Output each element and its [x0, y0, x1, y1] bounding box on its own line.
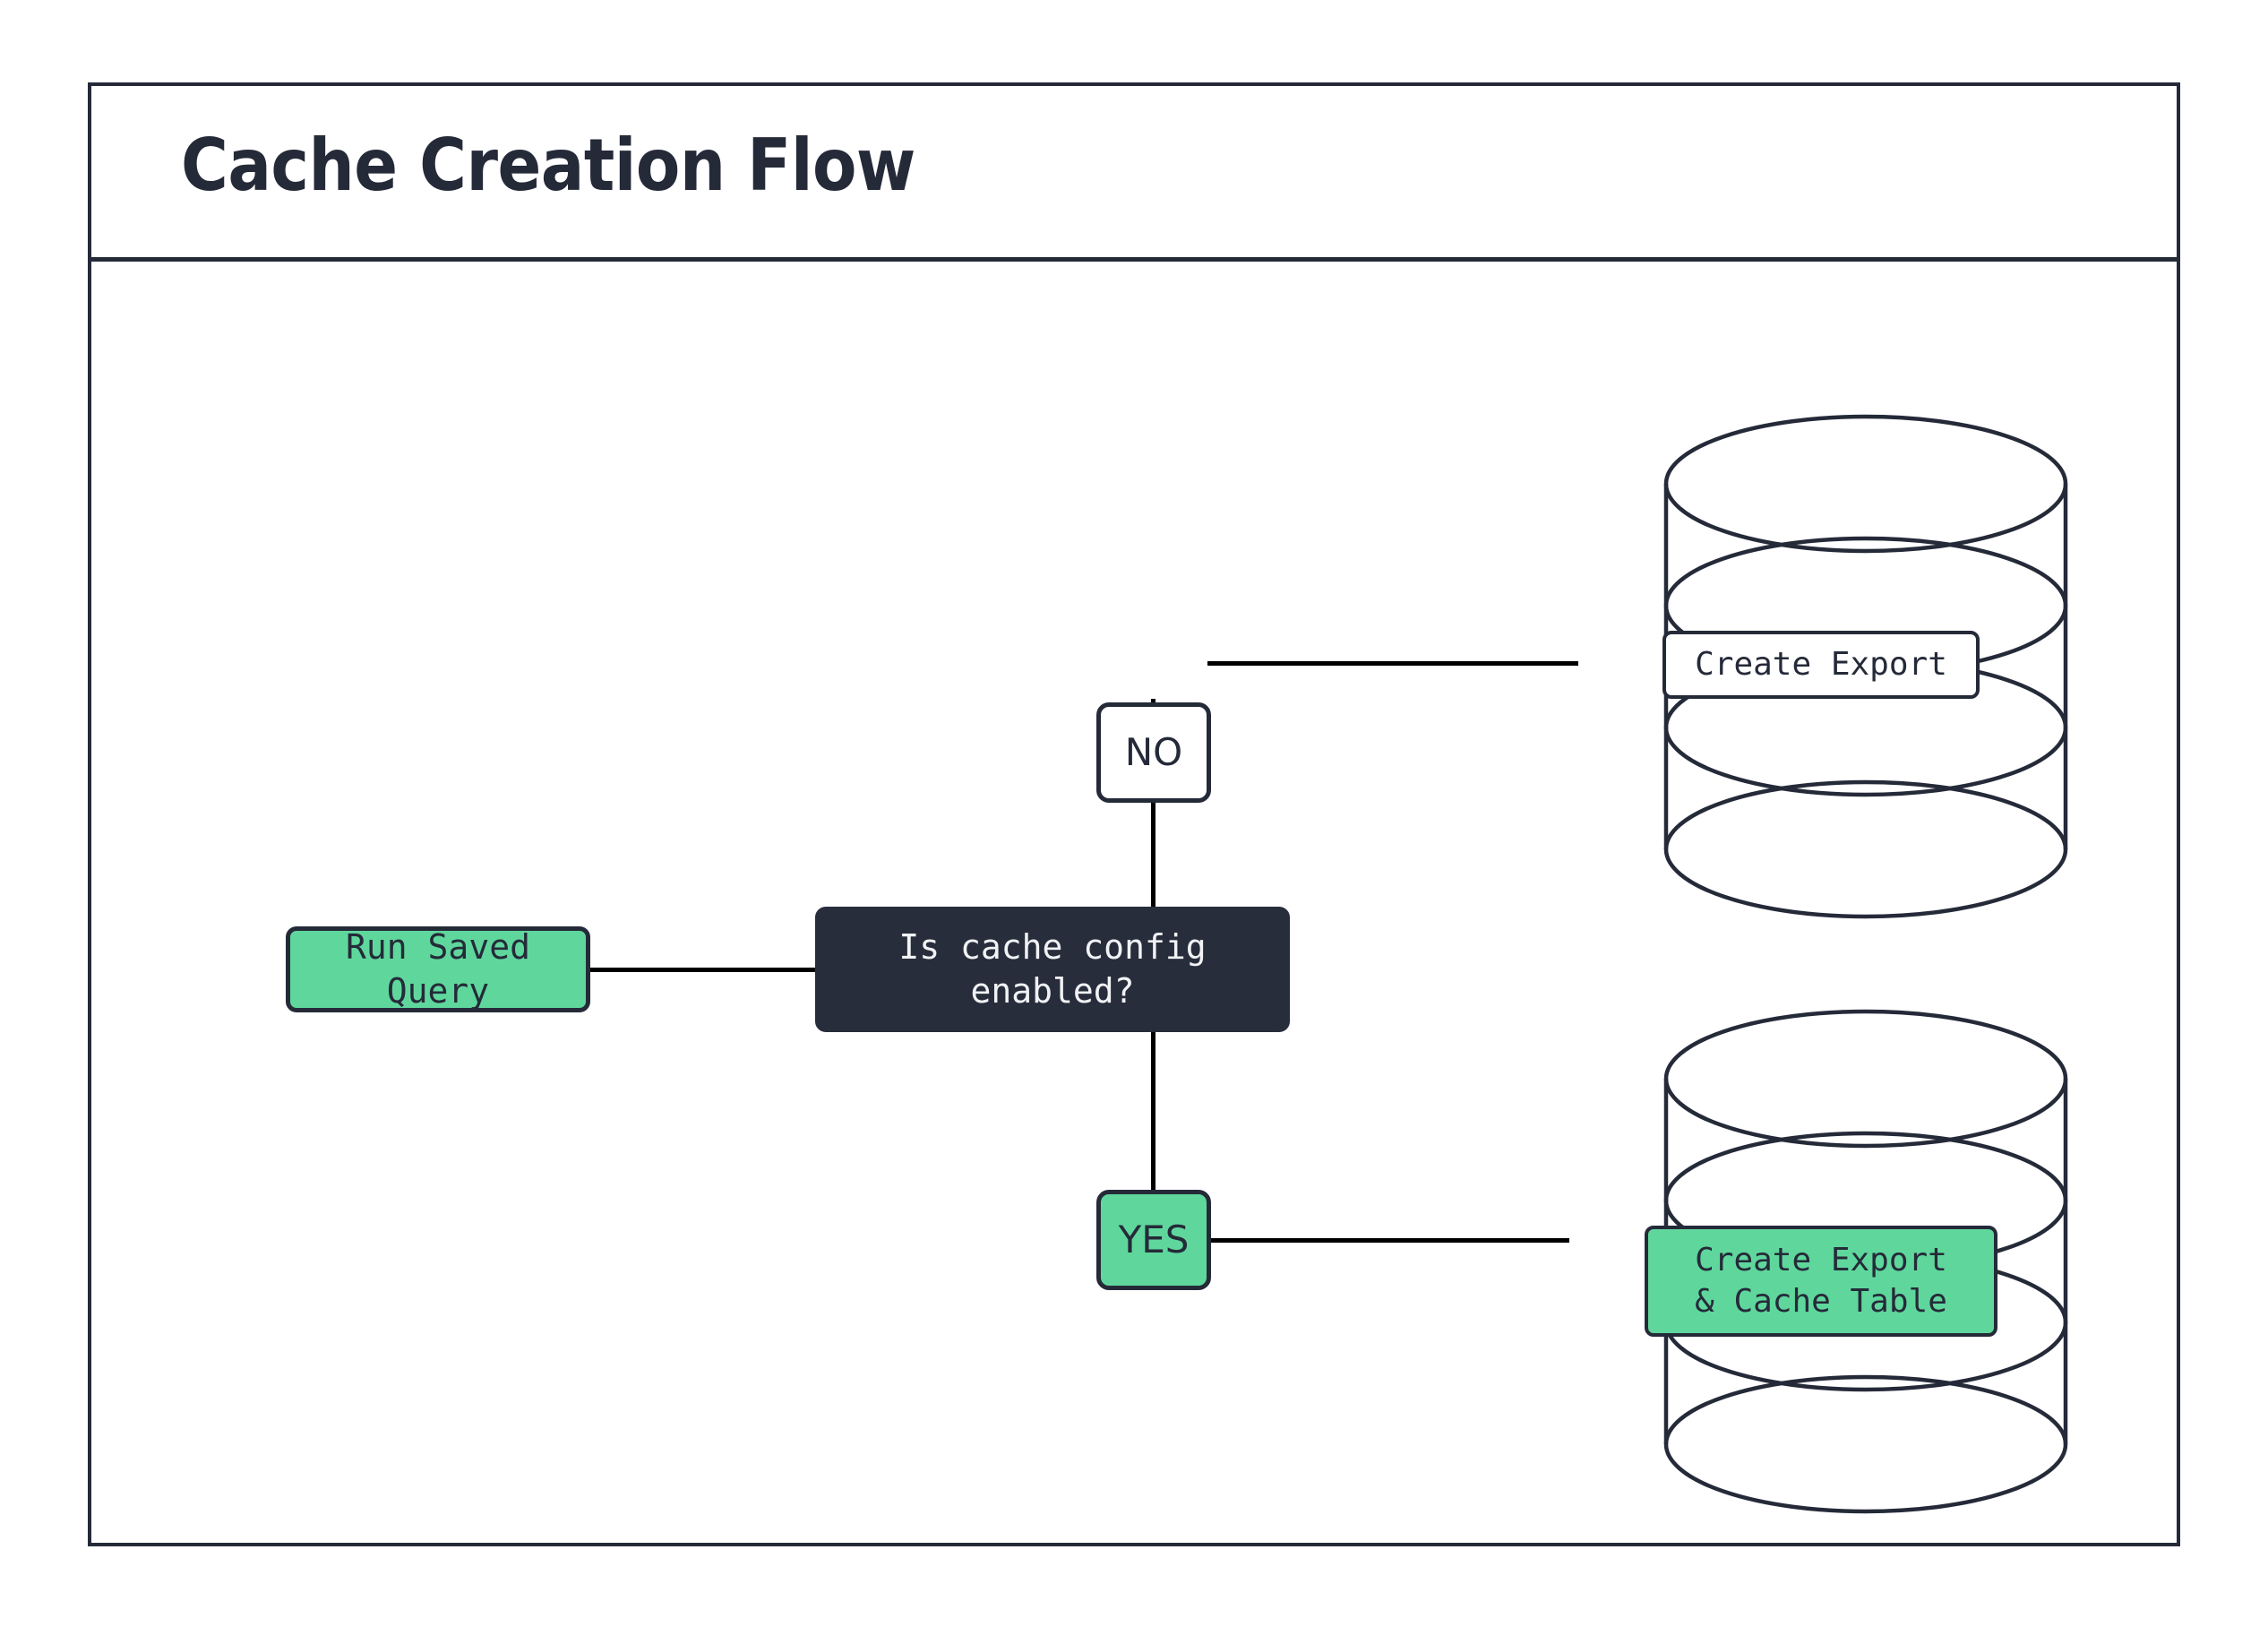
diagram-title-bar: Cache Creation Flow: [91, 86, 2177, 262]
edge-no-to-create-export: [1207, 661, 1578, 666]
edge-decision-to-yes: [1151, 1029, 1155, 1193]
node-create-export-and-cache-table[interactable]: Create Export & Cache Table: [1645, 1226, 1997, 1337]
diagram-canvas: Run Saved Query Is cache config enabled?…: [91, 262, 2180, 1546]
node-branch-yes[interactable]: YES: [1096, 1190, 1211, 1290]
edge-yes-to-create-export-cache: [1207, 1238, 1569, 1243]
edge-run-saved-query-to-decision: [586, 968, 819, 972]
node-decision-is-cache-config-enabled[interactable]: Is cache config enabled?: [815, 907, 1290, 1032]
page-title: Cache Creation Flow: [181, 124, 915, 207]
edge-decision-to-no: [1151, 699, 1155, 910]
node-branch-no[interactable]: NO: [1096, 702, 1211, 803]
diagram-frame: Cache Creation Flow: [88, 82, 2180, 1546]
node-run-saved-query[interactable]: Run Saved Query: [286, 926, 590, 1012]
node-create-export[interactable]: Create Export: [1662, 631, 1980, 699]
